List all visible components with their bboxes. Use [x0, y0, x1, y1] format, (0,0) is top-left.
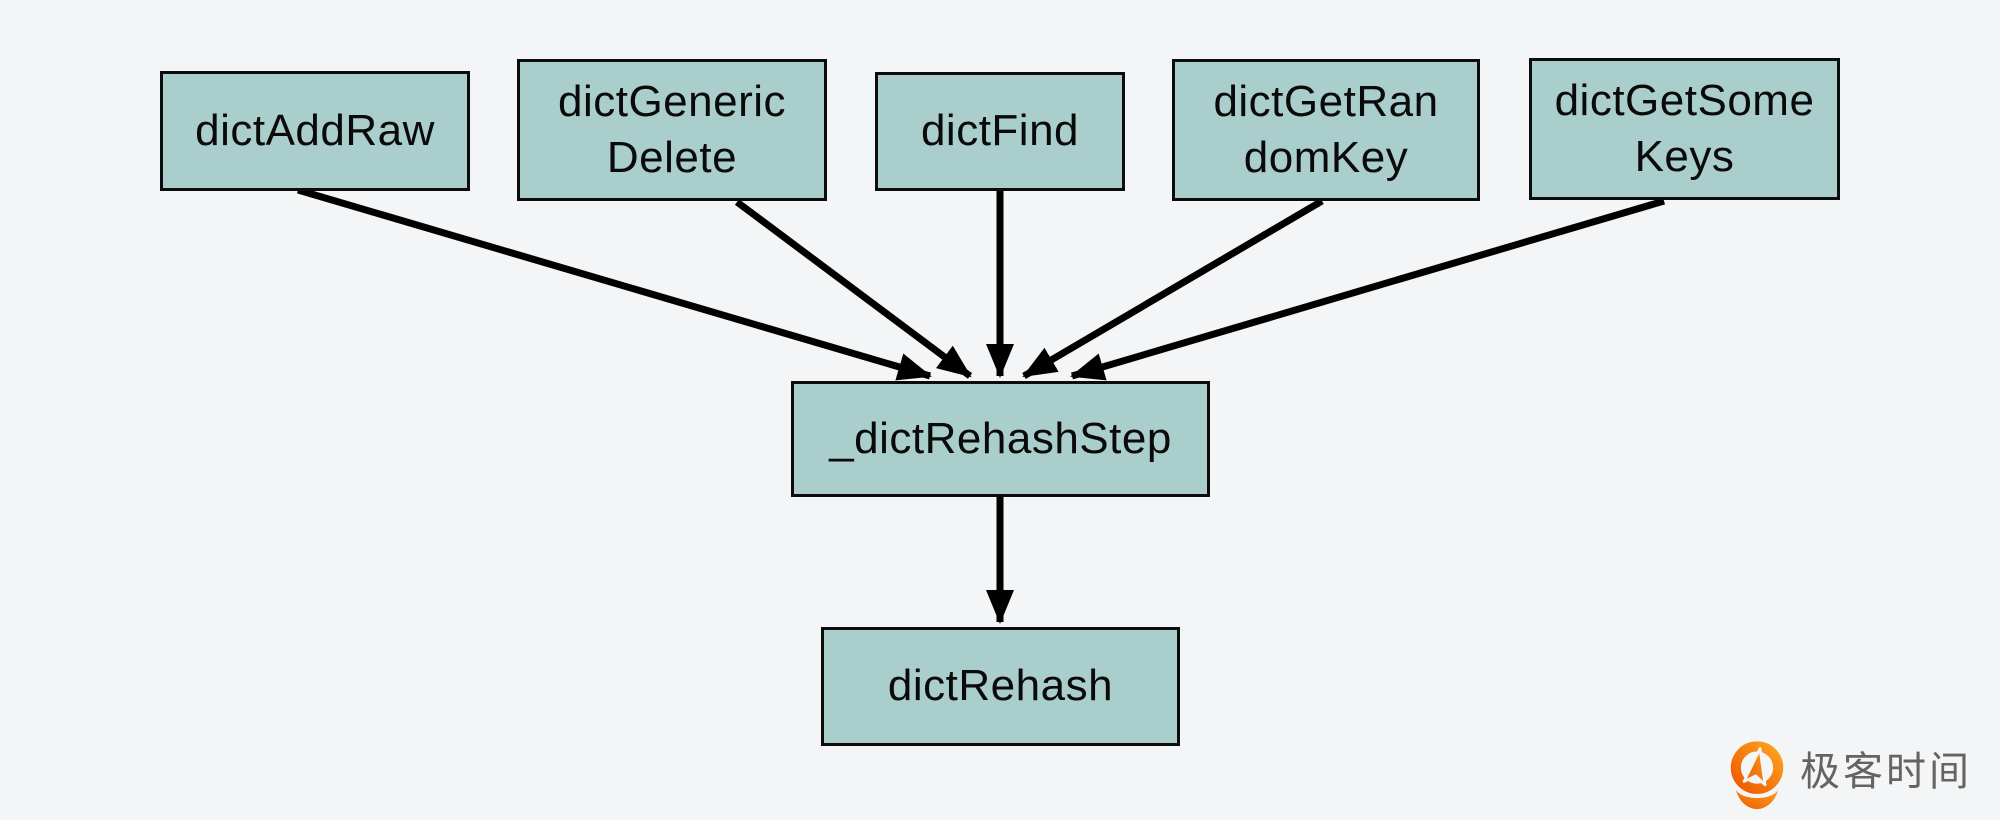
node-dictRehashStep: _dictRehashStep	[791, 381, 1210, 497]
arrow-dictGetSomeKeys-to-dictRehashStep	[1070, 197, 1665, 381]
geektime-logo-icon	[1730, 741, 1784, 810]
node-dictAddRaw: dictAddRaw	[160, 71, 470, 191]
node-dictRehash: dictRehash	[821, 627, 1180, 746]
arrow-dictGenericDelete-to-dictRehashStep	[734, 199, 973, 379]
node-dictGetRandomKey: dictGetRan domKey	[1172, 59, 1480, 201]
node-dictGetSomeKeys: dictGetSome Keys	[1529, 58, 1840, 200]
geektime-logo-text: 极客时间	[1800, 750, 1972, 794]
arrow-dictAddRaw-to-dictRehashStep	[297, 186, 932, 381]
geektime-watermark: 极客时间	[1729, 740, 1972, 810]
node-dictFind: dictFind	[875, 72, 1125, 191]
node-dictGenericDelete: dictGeneric Delete	[517, 59, 827, 201]
arrow-dictGetRandomKey-to-dictRehashStep	[1022, 197, 1324, 380]
